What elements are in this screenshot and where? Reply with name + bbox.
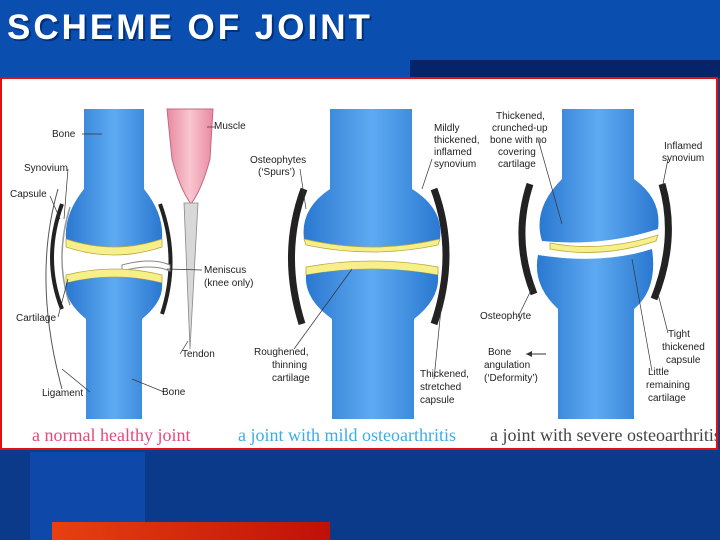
severe-femur (539, 109, 659, 243)
label-angulation-2: angulation (484, 360, 530, 371)
caption-normal: a normal healthy joint (32, 425, 190, 445)
label-osteophytes-1: Osteophytes (250, 155, 306, 166)
label-little-3: cartilage (648, 393, 686, 404)
label-angulation-1: Bone (488, 347, 512, 358)
label-ligament: Ligament (42, 388, 83, 399)
label-tight-2: thickened (662, 342, 705, 353)
label-crunched-3: bone with no (490, 135, 547, 146)
label-crunched-1: Thickened, (496, 111, 545, 122)
mild-capsule (288, 187, 308, 326)
label-crunched-4: covering (498, 147, 536, 158)
label-mild-capsule-2: stretched (420, 382, 461, 393)
label-roughened-3: cartilage (272, 373, 310, 384)
severe-tibia (536, 249, 654, 419)
severe-cartilage (549, 234, 659, 253)
label-cartilage: Cartilage (16, 313, 56, 324)
mild-cartilage-top (303, 238, 441, 253)
severe-capsule (518, 182, 538, 296)
label-osteophyte: Osteophyte (480, 311, 532, 322)
label-tight-1: Tight (668, 329, 690, 340)
accent-bar (52, 522, 330, 540)
label-mild-capsule-3: capsule (420, 395, 455, 406)
mild-joint (288, 109, 450, 419)
mild-tibia (305, 269, 439, 419)
label-bone-top: Bone (52, 129, 76, 140)
pointer-lines (49, 126, 669, 393)
label-capsule: Capsule (10, 189, 47, 200)
label-little-1: Little (648, 367, 670, 378)
normal-tendon (183, 202, 199, 350)
normal-ligament (45, 188, 63, 390)
joint-diagram: Bone Muscle Synovium Capsule Meniscus (k… (10, 108, 716, 445)
diagram-panel: Bone Muscle Synovium Capsule Meniscus (k… (0, 77, 718, 450)
angulation-arrow (526, 351, 546, 357)
label-crunched-5: cartilage (498, 159, 536, 170)
severe-joint (518, 109, 672, 419)
severe-capsule-right (650, 183, 672, 301)
label-roughened-1: Roughened, (254, 347, 309, 358)
label-little-2: remaining (646, 380, 690, 391)
normal-capsule-right (158, 203, 173, 315)
label-mild-synovium-4: synovium (434, 159, 476, 170)
label-tendon: Tendon (182, 349, 215, 360)
normal-synovium (61, 206, 71, 306)
normal-muscle (166, 108, 214, 205)
label-inflamed-1: Inflamed (664, 141, 702, 152)
label-roughened-2: thinning (272, 360, 307, 371)
label-meniscus-1: Meniscus (204, 265, 246, 276)
caption-severe: a joint with severe osteoarthritis (490, 425, 716, 445)
normal-capsule (50, 203, 64, 310)
label-mild-synovium-2: thickened, (434, 135, 480, 146)
header-shadow-band (410, 60, 720, 78)
normal-femur (65, 109, 163, 249)
label-osteophytes-2: (‘Spurs’) (258, 167, 295, 178)
label-synovium: Synovium (24, 163, 68, 174)
label-angulation-3: (‘Deformity’) (484, 373, 538, 384)
label-meniscus-2: (knee only) (204, 278, 253, 289)
normal-tibia (65, 277, 163, 419)
label-tight-3: capsule (666, 355, 701, 366)
label-mild-synovium-1: Mildly (434, 123, 460, 134)
label-mild-synovium-3: inflamed (434, 147, 472, 158)
mild-capsule-right (430, 187, 450, 326)
label-muscle: Muscle (214, 121, 246, 132)
caption-mild: a joint with mild osteoarthritis (238, 425, 456, 445)
label-mild-capsule-1: Thickened, (420, 369, 469, 380)
slide-title: SCHEME OF JOINT (7, 8, 373, 47)
mild-femur (303, 109, 441, 248)
label-crunched-2: crunched-up (492, 123, 548, 134)
normal-meniscus (121, 260, 171, 272)
label-inflamed-2: synovium (662, 153, 704, 164)
label-bone-bottom: Bone (162, 387, 186, 398)
normal-joint (45, 108, 214, 419)
normal-cartilage-top (65, 238, 163, 256)
